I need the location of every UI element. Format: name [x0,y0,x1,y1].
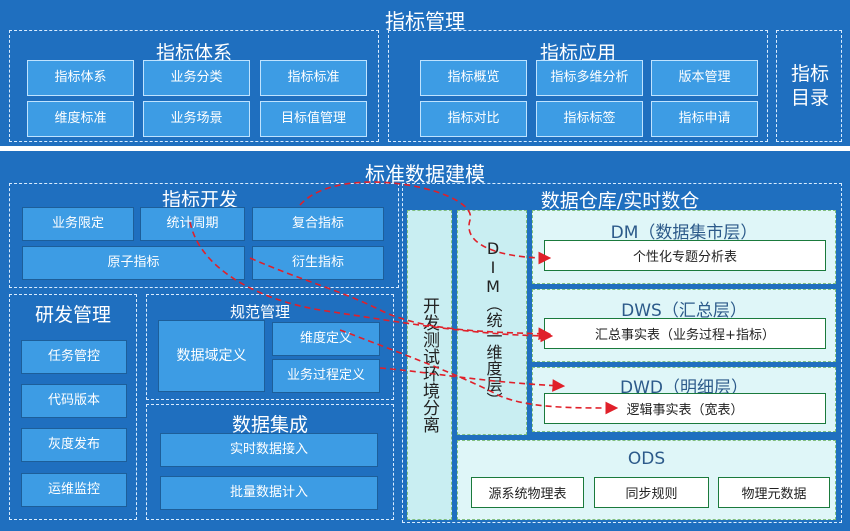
dws-layer-label: DWS（汇总层） [621,301,747,321]
indicator-tag-button[interactable]: 指标标签 [536,101,643,137]
indicator-request-button[interactable]: 指标申请 [651,101,758,137]
business-process-def-button[interactable]: 业务过程定义 [272,359,380,393]
indicator-overview-button[interactable]: 指标概览 [420,60,527,96]
ods-layer-label: ODS [627,449,666,469]
dm-layer-label: DM（数据集市层） [610,223,758,243]
warehouse-title: 数据仓库/实时数仓 [540,190,700,212]
data-integration-group [146,404,394,520]
env-separation-label: 开发测试环境分离 [419,297,439,433]
indicator-application-title: 指标应用 [539,42,616,64]
indicator-catalog-label[interactable]: 指标目录 [790,63,829,109]
version-management-button[interactable]: 版本管理 [651,60,758,96]
indicator-catalog-group [776,30,842,142]
stat-period-button[interactable]: 统计周期 [140,207,245,241]
spec-management-title: 规范管理 [229,303,290,321]
data-integration-title: 数据集成 [231,414,308,436]
dimension-def-button[interactable]: 维度定义 [272,322,380,356]
indicator-compare-button[interactable]: 指标对比 [420,101,527,137]
realtime-ingest-button[interactable]: 实时数据接入 [160,433,378,467]
business-limit-button[interactable]: 业务限定 [22,207,134,241]
atomic-indicator-button[interactable]: 原子指标 [22,246,245,280]
batch-ingest-button[interactable]: 批量数据计入 [160,476,378,510]
source-physical-table[interactable]: 源系统物理表 [471,477,584,508]
summary-fact-table[interactable]: 汇总事实表（业务过程+指标） [544,318,826,349]
indicator-management-title: 指标管理 [385,9,465,33]
sync-rule[interactable]: 同步规则 [594,477,709,508]
task-control-button[interactable]: 任务管控 [21,340,127,374]
ops-monitor-button[interactable]: 运维监控 [21,473,127,507]
personalized-analysis-table[interactable]: 个性化专题分析表 [544,240,826,271]
indicator-system-title: 指标体系 [155,42,232,64]
business-scenario-button[interactable]: 业务场景 [143,101,250,137]
logic-fact-table[interactable]: 逻辑事实表（宽表） [544,393,826,424]
dim-label: DIM（统一维度层） [483,239,503,408]
composite-indicator-button[interactable]: 复合指标 [252,207,384,241]
dimension-standard-button[interactable]: 维度标准 [27,101,134,137]
derived-indicator-button[interactable]: 衍生指标 [252,246,384,280]
data-domain-def-button[interactable]: 数据域定义 [158,320,265,392]
indicator-system-group [9,30,379,142]
indicator-multidim-analysis-button[interactable]: 指标多维分析 [536,60,643,96]
rd-management-title: 研发管理 [34,304,111,326]
rd-management-group [9,294,137,520]
code-version-button[interactable]: 代码版本 [21,384,127,418]
indicator-standard-button[interactable]: 指标标准 [260,60,367,96]
business-category-button[interactable]: 业务分类 [143,60,250,96]
physical-metadata[interactable]: 物理元数据 [718,477,830,508]
indicator-system-button[interactable]: 指标体系 [27,60,134,96]
indicator-application-group [388,30,768,142]
indicator-dev-title: 指标开发 [161,189,238,211]
target-value-management-button[interactable]: 目标值管理 [260,101,367,137]
gray-release-button[interactable]: 灰度发布 [21,428,127,462]
